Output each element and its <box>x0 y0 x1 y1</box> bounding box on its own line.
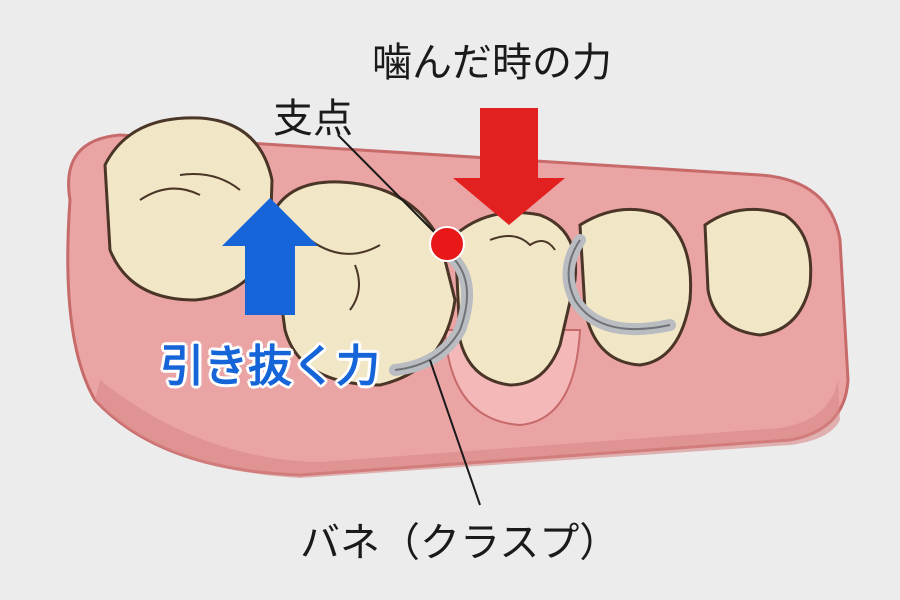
bite-force-label: 噛んだ時の力 <box>372 40 612 86</box>
spring-clasp-label: バネ（クラスプ） <box>300 520 620 566</box>
arrow-up-icon <box>222 198 318 315</box>
tooth-premolar-right <box>578 207 693 367</box>
arrow-down-icon <box>453 108 565 225</box>
spring-leader-line <box>429 359 481 506</box>
gum-shading <box>95 380 840 478</box>
tooth-molar-center <box>268 180 457 387</box>
tooth-molar-center-groove <box>309 239 381 311</box>
fulcrum-dot-icon <box>429 226 465 262</box>
pull-force-label: 引き抜く力 <box>160 341 380 392</box>
fulcrum-leader-line <box>337 134 441 239</box>
fulcrum-label: 支点 <box>273 96 353 142</box>
tooth-premolar-center-groove <box>489 235 556 251</box>
tooth-canine-right <box>703 207 813 337</box>
tooth-molar-left-groove <box>139 173 241 201</box>
